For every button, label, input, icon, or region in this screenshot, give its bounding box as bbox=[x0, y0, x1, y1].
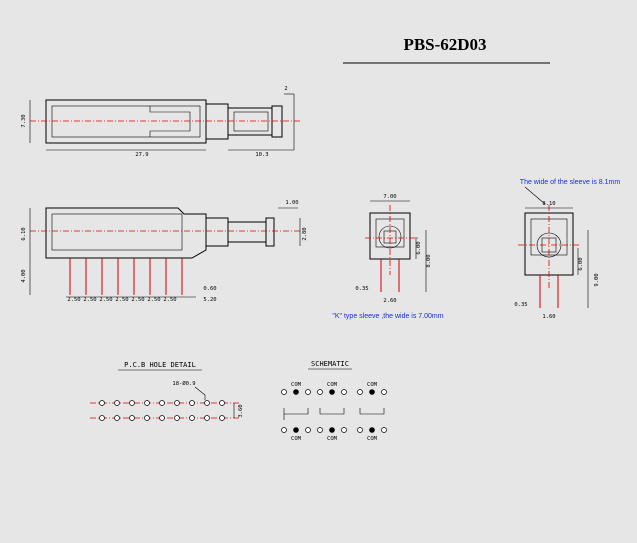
k-sleeve-note: "K" type sleeve ,the wide is 7.00mm bbox=[332, 313, 443, 320]
dim-body-height: 6.10 bbox=[21, 227, 27, 240]
pitch-label: 2.50 bbox=[147, 297, 160, 303]
dim-height: 7.30 bbox=[21, 114, 27, 127]
dim-width: 7.00 bbox=[383, 194, 396, 200]
side-view-pins bbox=[69, 258, 183, 295]
pcb-detail-title: P.C.B HOLE DETAIL bbox=[124, 361, 196, 369]
switch-group: COM COM bbox=[357, 382, 387, 442]
wide-sleeve-note: The wide of the sleeve is 8.1mm bbox=[520, 179, 621, 186]
pitch-label: 2.50 bbox=[131, 297, 144, 303]
dim-cap: 2 bbox=[284, 86, 287, 92]
dim-lower: 6.00 bbox=[416, 241, 422, 254]
drawing-title: PBS-62D03 bbox=[403, 35, 486, 54]
row-pitch: 3.60 bbox=[238, 404, 244, 417]
com-label: COM bbox=[327, 436, 338, 442]
com-label: COM bbox=[367, 436, 378, 442]
dim-pin-thickness: 0.60 bbox=[203, 286, 216, 292]
side-view: 6.10 4.00 1.00 2.80 0.60 5.20 2.50 2.50 … bbox=[21, 200, 308, 303]
end-view-wide: The wide of the sleeve is 8.1mm 8.10 6.0… bbox=[514, 179, 620, 320]
dim-pin-width: 0.35 bbox=[514, 302, 527, 308]
dim-overall: 9.00 bbox=[594, 273, 600, 286]
dim-width: 8.10 bbox=[542, 201, 555, 207]
schematic: SCHEMATIC COM COM COM COM bbox=[281, 360, 387, 442]
dim-overall: 8.00 bbox=[426, 254, 432, 267]
com-label: COM bbox=[327, 382, 338, 388]
dim-end-gap: 5.20 bbox=[203, 297, 216, 303]
top-view: 7.30 27.9 10.3 2 bbox=[21, 86, 302, 158]
pin-pitch-labels: 2.50 2.50 2.50 2.50 2.50 2.50 2.50 bbox=[67, 297, 176, 303]
pcb-holes bbox=[99, 400, 225, 421]
dim-cap-offset: 1.00 bbox=[285, 200, 298, 206]
dim-pin-length: 4.00 bbox=[21, 269, 27, 282]
pitch-label: 2.50 bbox=[83, 297, 96, 303]
dim-cap-height: 2.80 bbox=[302, 227, 308, 240]
com-label: COM bbox=[291, 382, 302, 388]
hole-spec-label: 18-Ø0.9 bbox=[172, 380, 195, 387]
pitch-label: 2.50 bbox=[163, 297, 176, 303]
switch-group: COM COM bbox=[317, 382, 347, 442]
pcb-hole-detail: P.C.B HOLE DETAIL 18-Ø0.9 3.60 bbox=[90, 361, 244, 421]
dim-length: 27.9 bbox=[135, 152, 148, 158]
dim-stroke: 10.3 bbox=[255, 152, 268, 158]
pitch-label: 2.50 bbox=[67, 297, 80, 303]
dim-pin-spacing: 2.60 bbox=[383, 298, 396, 304]
end-view-standard: 7.00 0.35 2.60 6.00 8.00 "K" type sleeve… bbox=[332, 194, 443, 320]
com-label: COM bbox=[367, 382, 378, 388]
pitch-label: 2.50 bbox=[99, 297, 112, 303]
schematic-title: SCHEMATIC bbox=[311, 360, 349, 368]
dim-pin-width: 0.35 bbox=[355, 286, 368, 292]
dim-lower: 6.00 bbox=[578, 257, 584, 270]
switch-group: COM COM bbox=[281, 382, 311, 442]
com-label: COM bbox=[291, 436, 302, 442]
dim-pin-spacing: 1.60 bbox=[542, 314, 555, 320]
pitch-label: 2.50 bbox=[115, 297, 128, 303]
